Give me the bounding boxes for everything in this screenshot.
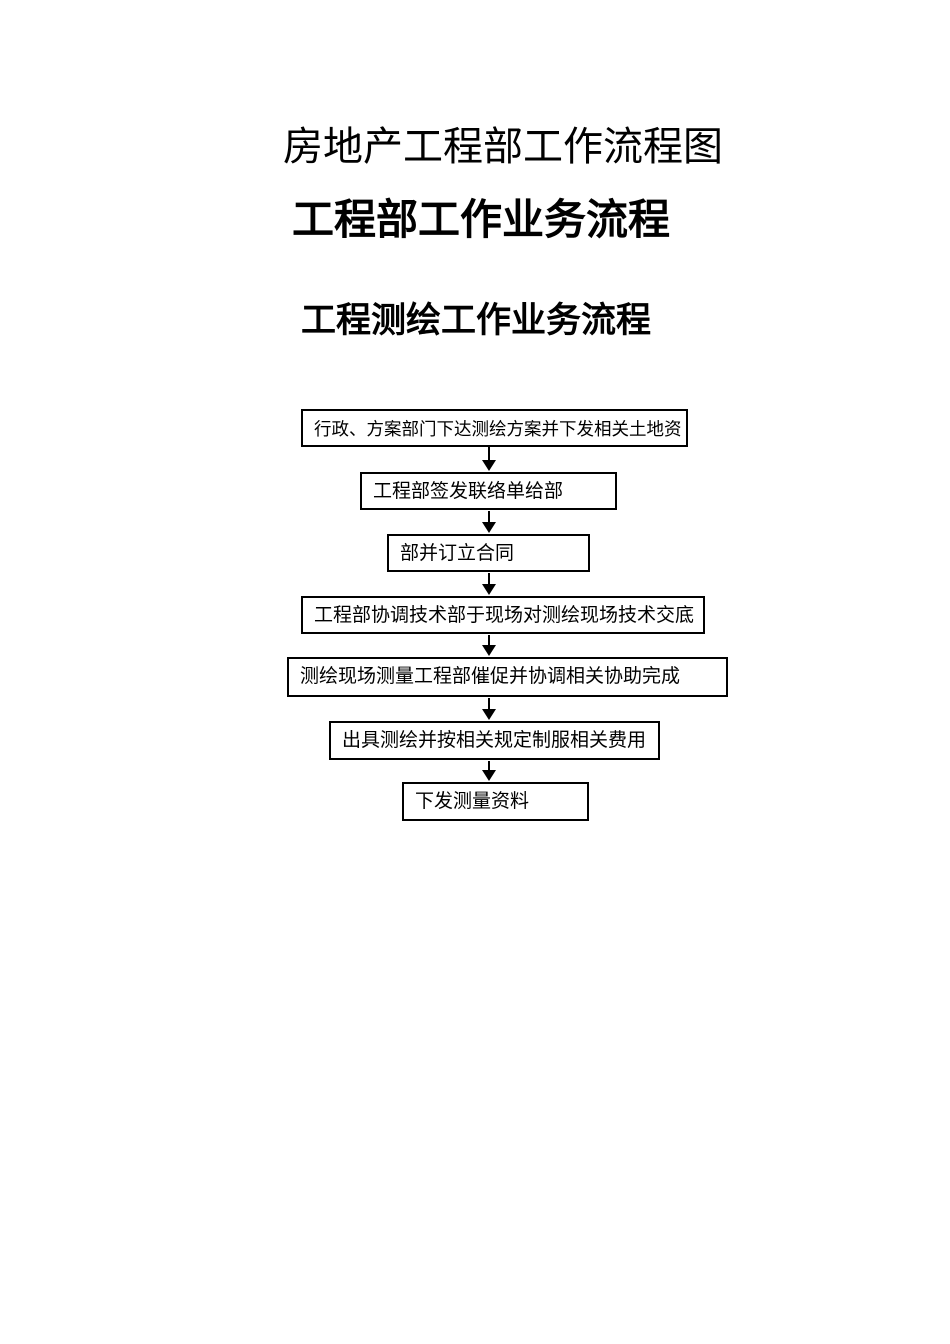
flow-node-6-label: 出具测绘并按相关规定制服相关费用 [342,730,647,751]
flow-node-7-label: 下发测量资料 [415,791,530,812]
flow-node-5: 测绘现场测量工程部催促并协调相关协助完成 [287,657,728,697]
subsection-title: 工程测绘工作业务流程 [301,301,652,340]
section-title: 工程部工作业务流程 [292,198,671,244]
flow-node-1-label: 行政、方案部门下达测绘方案并下发相关土地资料 [314,419,682,439]
flow-node-5-label: 测绘现场测量工程部催促并协调相关协助完成 [300,666,681,687]
flow-node-3: 部并订立合同 [387,534,590,572]
flow-node-4: 工程部协调技术部于现场对测绘现场技术交底 [301,596,705,634]
flow-node-1: 行政、方案部门下达测绘方案并下发相关土地资料 [301,409,688,447]
down-arrow-icon [481,635,497,656]
flow-node-4-label: 工程部协调技术部于现场对测绘现场技术交底 [314,605,695,626]
flow-node-6: 出具测绘并按相关规定制服相关费用 [329,721,660,760]
down-arrow-icon [481,698,497,720]
flow-node-7: 下发测量资料 [402,782,589,821]
flow-node-2-label: 工程部签发联络单给部 [373,481,564,502]
down-arrow-icon [481,761,497,781]
flow-node-2: 工程部签发联络单给部 [360,472,617,510]
down-arrow-icon [481,447,497,471]
doc-title: 房地产工程部工作流程图 [283,124,723,169]
flow-node-3-label: 部并订立合同 [400,543,515,564]
down-arrow-icon [481,573,497,595]
down-arrow-icon [481,511,497,533]
